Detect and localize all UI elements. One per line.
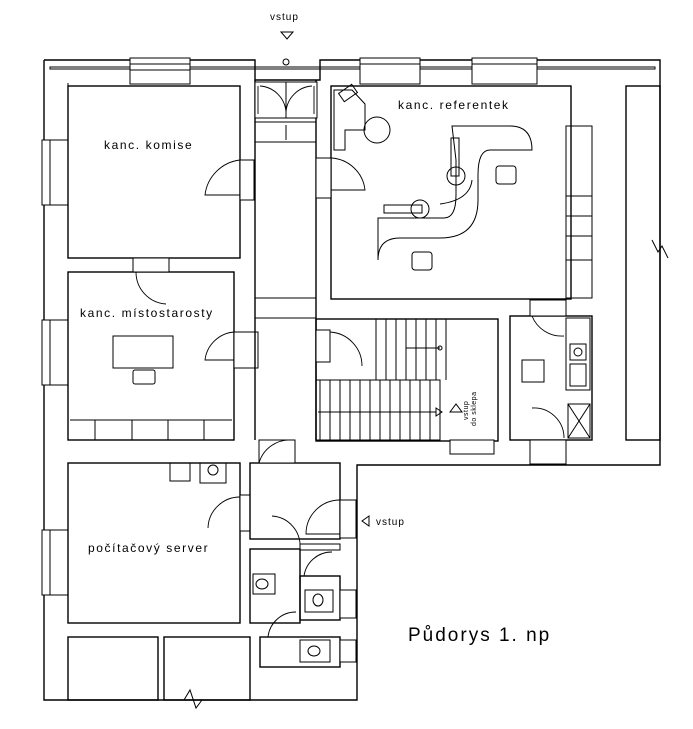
plan-title: Půdorys 1. np — [408, 625, 551, 646]
entrance-top-arrow-icon — [279, 31, 295, 40]
bottom-rooms — [67, 636, 251, 710]
label-office-commission: kanc. komise — [104, 138, 193, 152]
stairs-treads — [319, 380, 431, 440]
label-office-clerks: kanc. referentek — [398, 98, 510, 112]
room-clerks: kanc. referentek — [315, 83, 593, 300]
entrance-right-arrow-icon — [361, 515, 370, 527]
staircase: vstup do sklepa — [315, 318, 499, 455]
room-deputy-mayor: kanc. místostarosty — [67, 257, 259, 441]
wc-rooms — [249, 548, 357, 668]
room-kitchenette — [509, 299, 593, 465]
entrance-top: vstup — [270, 12, 299, 40]
windows-top — [129, 57, 538, 85]
label-entrance-top: vstup — [270, 12, 299, 23]
label-server-room: počítačový server — [88, 541, 209, 555]
stairs-upper — [375, 319, 447, 380]
entrance-hall — [249, 439, 357, 551]
label-entrance-right: vstup — [376, 517, 405, 528]
room-server: počítačový server — [67, 462, 251, 624]
windows-left — [41, 139, 69, 596]
right-strip — [625, 85, 669, 441]
entrance-right: vstup — [361, 515, 405, 528]
label-office-deputy-mayor: kanc. místostarosty — [80, 306, 214, 320]
room-commission: kanc. komise — [67, 85, 255, 259]
label-cellar-entrance-line1: vstup — [463, 401, 470, 420]
label-cellar-entrance-line2: do sklepa — [471, 392, 478, 426]
corridor — [254, 58, 318, 440]
